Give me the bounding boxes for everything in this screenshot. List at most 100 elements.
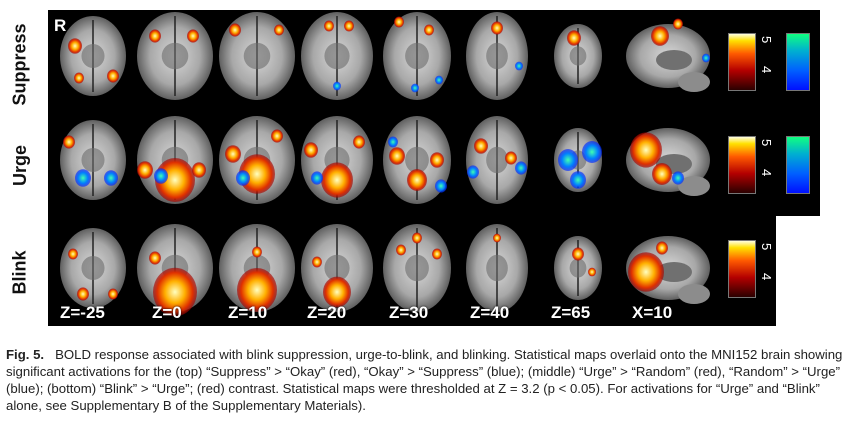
activation-hot (77, 287, 89, 301)
slice-label: Z=0 (152, 303, 182, 322)
slice-label: Z=30 (389, 303, 429, 322)
brain-ventricle (161, 42, 189, 70)
orientation-marker-right: R (54, 16, 67, 35)
slice-label: Z=-25 (60, 303, 105, 322)
colorbar-max-label: 5 (817, 139, 832, 147)
activation-cool (515, 161, 527, 175)
colorbar-hot (728, 240, 756, 298)
slice-label: Z=40 (470, 303, 510, 322)
slice-label: Z=65 (551, 303, 591, 322)
activation-hot (68, 248, 78, 260)
activation-hot (108, 288, 118, 300)
brain-ventricle (486, 254, 508, 282)
activation-cool (435, 75, 443, 85)
activation-hot (321, 162, 353, 198)
colorbar-min-label: 4 (759, 273, 774, 281)
activation-hot (312, 256, 322, 268)
activation-hot (407, 169, 427, 191)
activation-hot (493, 233, 501, 243)
activation-hot (651, 26, 669, 46)
activation-cool (411, 83, 419, 93)
activation-hot (656, 241, 668, 255)
activation-hot (567, 30, 581, 46)
colorbar-max-label: 5 (817, 36, 832, 44)
activation-hot (63, 135, 75, 149)
activation-hot (630, 132, 662, 168)
activation-cool (570, 171, 586, 189)
brain-cerebellum (678, 176, 710, 196)
activation-cool (582, 141, 602, 163)
activation-cool (515, 61, 523, 71)
brain-ventricle (569, 46, 587, 66)
activation-cool (702, 53, 710, 63)
brain-ventricle (405, 42, 429, 70)
caption-text: BOLD response associated with blink supp… (6, 347, 843, 413)
activation-cool (75, 169, 91, 187)
brain-ventricle (324, 42, 350, 70)
activation-hot (394, 16, 404, 28)
brain-ventricle (405, 146, 429, 174)
colorbar-cool (786, 33, 810, 91)
activation-hot (149, 251, 161, 265)
brain-ventricle (81, 44, 105, 68)
colorbar-cool (786, 136, 810, 194)
slice-label: Z=10 (228, 303, 268, 322)
colorbar-max-label: 5 (759, 139, 774, 147)
brain-ventricle (324, 254, 350, 282)
activation-hot (252, 246, 262, 258)
activation-hot (652, 163, 672, 185)
activation-hot (474, 138, 488, 154)
brain-ventricle (486, 146, 508, 174)
colorbar-hot (728, 33, 756, 91)
activation-hot (153, 267, 197, 317)
colorbar-hot (728, 136, 756, 194)
colorbar-min-label: 4 (817, 66, 832, 74)
activation-hot (430, 152, 444, 168)
activation-hot (274, 24, 284, 36)
activation-hot (505, 151, 517, 165)
activation-hot (412, 232, 422, 244)
brain-ventricle (486, 42, 508, 70)
activation-hot (389, 147, 405, 165)
activation-hot (149, 29, 161, 43)
activation-hot (588, 267, 596, 277)
activation-hot (74, 72, 84, 84)
brain-cerebellum (678, 284, 710, 304)
brain-ventricle (81, 148, 105, 172)
activation-hot (628, 252, 664, 292)
brain-slices (60, 12, 710, 317)
brain-ventricle (405, 254, 429, 282)
brain-corpus-callosum (656, 50, 692, 70)
activation-cool (311, 171, 323, 185)
activation-hot (137, 161, 153, 179)
activation-cool (333, 81, 341, 91)
activation-hot (304, 142, 318, 158)
activation-hot (432, 248, 442, 260)
colorbar-min-label: 4 (817, 169, 832, 177)
activation-hot (187, 29, 199, 43)
figure-5: Suppress Urge Blink R Z=-25 Z=0 Z=10 Z=2… (9, 10, 832, 326)
activation-hot (229, 23, 241, 37)
activation-hot (353, 135, 365, 149)
activation-hot (396, 244, 406, 256)
activation-cool (236, 170, 250, 186)
activation-cool (672, 171, 684, 185)
activation-cool (154, 168, 168, 184)
activation-cool (388, 136, 398, 148)
activation-hot (107, 69, 119, 83)
activation-hot (491, 21, 503, 35)
figure-caption: Fig. 5. BOLD response associated with bl… (6, 346, 844, 414)
activation-hot (271, 129, 283, 143)
brain-ventricle (569, 258, 587, 278)
activation-hot (225, 145, 241, 163)
activation-hot (673, 18, 683, 30)
brain-corpus-callosum (656, 262, 692, 282)
activation-hot (155, 158, 195, 202)
activation-hot (237, 268, 277, 312)
activation-hot (424, 24, 434, 36)
brain-ventricle (243, 42, 271, 70)
colorbar-min-label: 4 (759, 169, 774, 177)
activation-hot (324, 20, 334, 32)
colorbar-max-label: 5 (759, 243, 774, 251)
colorbar-min-label: 4 (759, 66, 774, 74)
